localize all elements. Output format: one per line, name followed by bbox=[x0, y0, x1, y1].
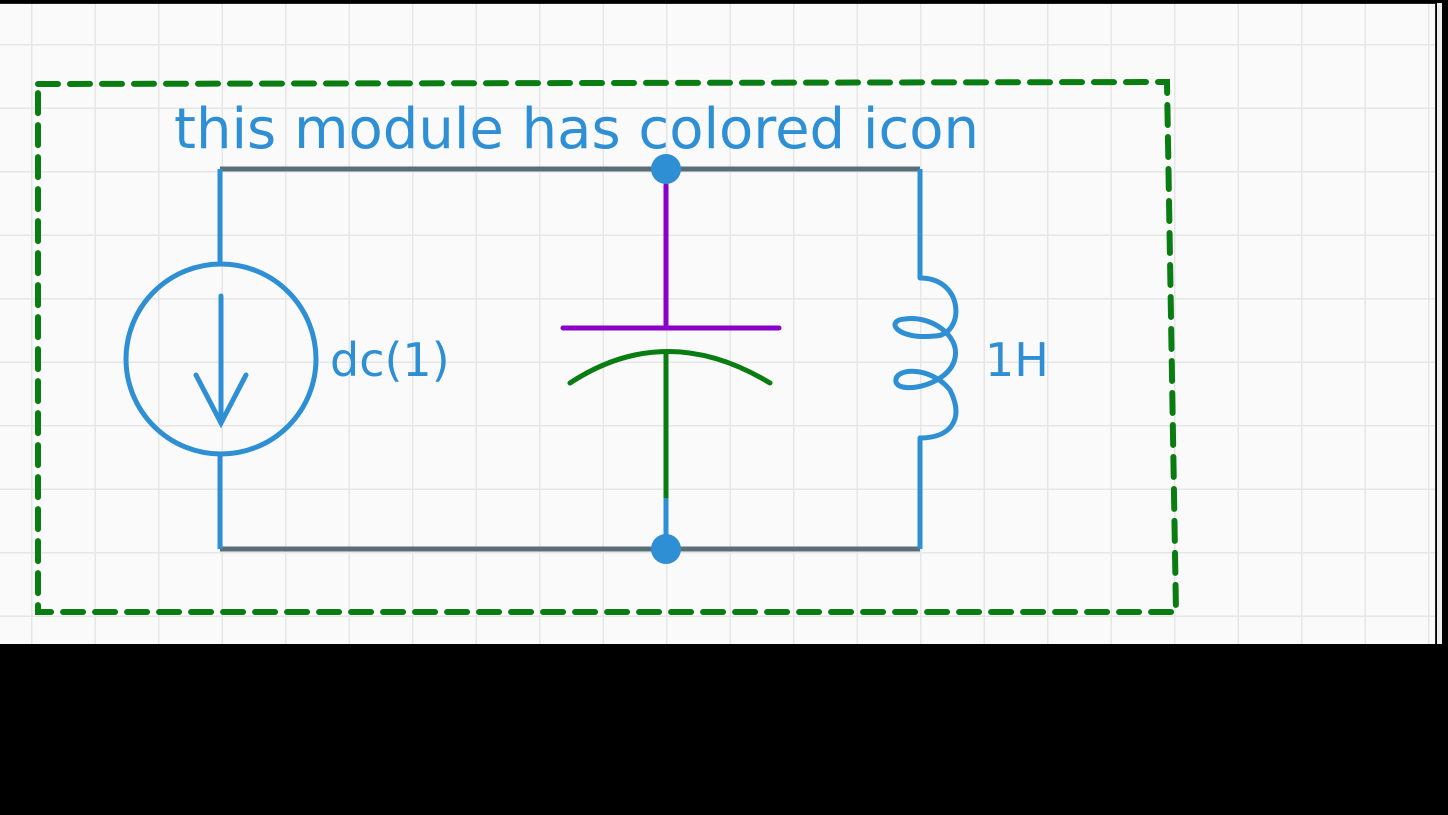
top-node-dot[interactable] bbox=[651, 154, 681, 184]
inductor-icon[interactable] bbox=[892, 275, 959, 441]
letterbox-bottom bbox=[0, 644, 1448, 815]
current-source-label: dc(1) bbox=[330, 333, 450, 387]
canvas-edge bbox=[1437, 3, 1442, 644]
capacitor-icon[interactable] bbox=[560, 182, 782, 535]
wires[interactable] bbox=[217, 166, 923, 552]
bottom-node-dot[interactable] bbox=[651, 534, 681, 564]
current-source-icon[interactable] bbox=[123, 261, 319, 457]
inductor-label: 1H bbox=[985, 333, 1049, 387]
schematic-canvas[interactable] bbox=[0, 3, 1436, 645]
module-title: this module has colored icon bbox=[174, 97, 979, 162]
module-boundary[interactable] bbox=[35, 78, 1180, 615]
